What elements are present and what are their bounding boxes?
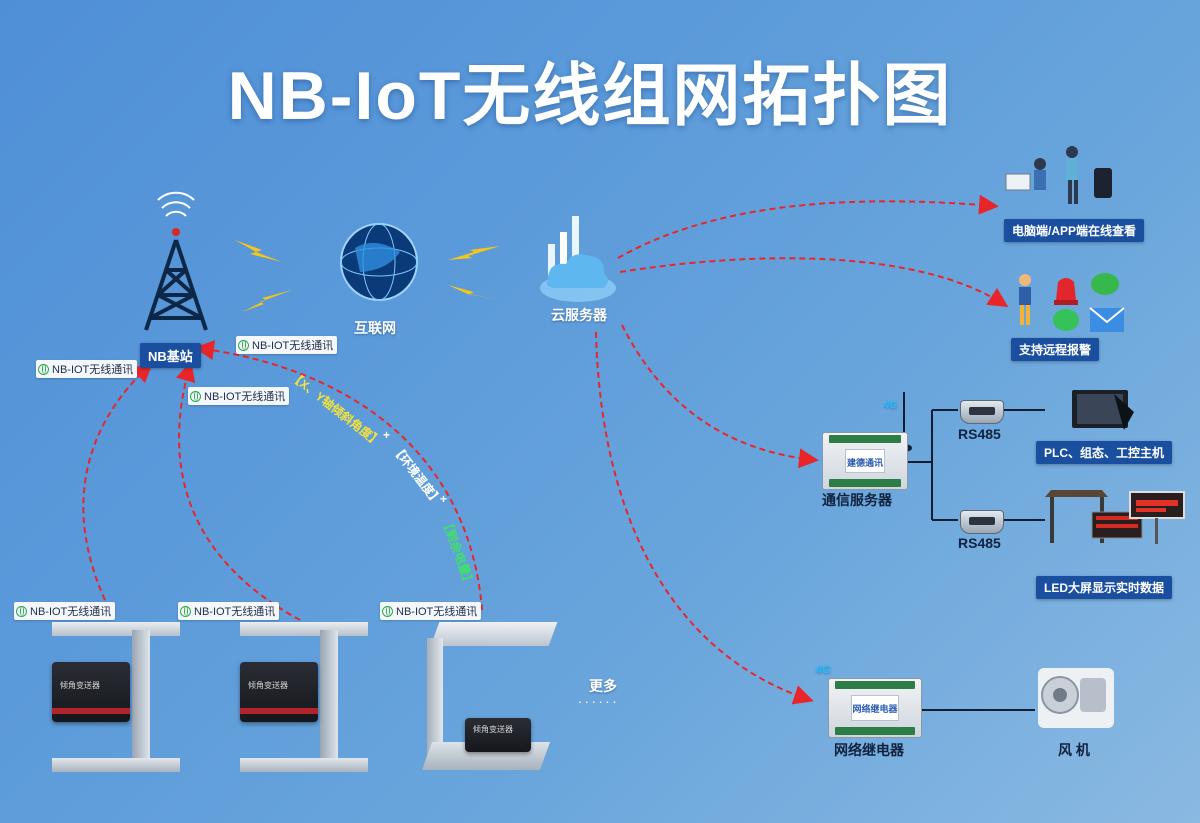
bracket-post: [427, 638, 443, 770]
lightning-icon: [448, 285, 500, 300]
nb-tag-text: NB-IOT无线通讯: [204, 391, 286, 403]
rs485-label-bottom: RS485: [958, 535, 1001, 551]
lightning-icon: [235, 240, 282, 262]
sensor-box: 倾角变送器: [465, 718, 531, 752]
pc-app-label: 电脑端/APP端在线查看: [1004, 219, 1145, 242]
lightning-icon: [448, 246, 500, 260]
led-label: LED大屏显示实时数据: [1036, 576, 1173, 599]
nb-tag-right: NB-IOT无线通讯: [236, 336, 338, 354]
people-viewing-icon: [1005, 146, 1112, 204]
tilt-sensor-1: 倾角变送器: [52, 622, 182, 772]
port-pins: [969, 517, 995, 525]
nb-tag-text: NB-IOT无线通讯: [52, 364, 134, 376]
device-face: 建德通讯: [845, 449, 885, 473]
cloud-server-icon: [540, 216, 616, 302]
industrial-monitor-icon: [1072, 390, 1134, 430]
globe-icon: [238, 339, 249, 351]
tilt-sensor-3: 倾角变送器: [421, 622, 558, 782]
nb-tag-left: NB-IOT无线通讯: [36, 360, 138, 378]
terminal-strip-top: [835, 681, 915, 689]
link-sensor3-base: [194, 340, 483, 611]
bracket-top: [430, 622, 558, 646]
device-face: 网络继电器: [851, 695, 899, 721]
terminal-strip-bottom: [829, 479, 901, 487]
sensor-stripe: [52, 708, 130, 714]
tilt-sensor-2: 倾角变送器: [240, 622, 370, 772]
nb-tag-sensor2: NB-IOT无线通讯: [178, 602, 280, 620]
page-title: NB-IoT无线组网拓扑图: [227, 58, 953, 134]
bracket-post: [320, 630, 338, 770]
link-cloud-pc: [617, 194, 999, 259]
network-relay-device: 网络继电器: [828, 678, 922, 738]
globe-icon: [180, 605, 191, 617]
nb-tag-text: NB-IOT无线通讯: [252, 340, 334, 352]
internet-label: 互联网: [354, 320, 396, 336]
sensor-box: 倾角变送器: [52, 662, 130, 722]
sensor-box: 倾角变送器: [240, 662, 318, 722]
nb-tag-mid: NB-IOT无线通讯: [188, 387, 290, 405]
arc-plus-1: +: [383, 428, 391, 442]
more-label: 更多: [589, 678, 617, 694]
globe-icon: [190, 390, 201, 402]
cloud-label: 云服务器: [551, 307, 607, 323]
blower-fan-icon: [1038, 668, 1114, 728]
link-cloud-relay: [595, 331, 814, 705]
bracket-top: [240, 622, 368, 636]
globe-icon: [16, 605, 27, 617]
globe-icon: [382, 605, 393, 617]
rs485-port-icon: [960, 510, 1004, 534]
sensor-name: 倾角变送器: [248, 681, 288, 690]
sensor-stripe: [240, 708, 318, 714]
alarm-label: 支持远程报警: [1011, 338, 1100, 361]
nb-tag-text: NB-IOT无线通讯: [194, 606, 276, 618]
plc-label: PLC、组态、工控主机: [1036, 441, 1173, 464]
relay-label: 网络继电器: [834, 742, 904, 758]
nb-tag-sensor1: NB-IOT无线通讯: [14, 602, 116, 620]
device-brand: 网络继电器: [852, 704, 898, 714]
comm-server-label: 通信服务器: [822, 492, 892, 508]
nb-tag-text: NB-IOT无线通讯: [30, 606, 112, 618]
port-pins: [969, 407, 995, 415]
comm-server-device: 建德通讯: [822, 432, 908, 490]
rs485-label-top: RS485: [958, 426, 1001, 442]
rs485-port-icon: [960, 400, 1004, 424]
sensor-name: 倾角变送器: [473, 725, 513, 734]
badge-4g: 4G: [884, 400, 898, 411]
cell-tower-icon: [144, 191, 208, 331]
bracket-post: [132, 630, 150, 770]
more-dots: ......: [578, 690, 620, 706]
bracket-bottom: [52, 758, 180, 772]
alarm-icons: [1019, 273, 1125, 332]
globe-icon: [38, 363, 49, 375]
device-brand: 建德通讯: [846, 458, 883, 468]
link-sensor2-base: [175, 361, 301, 621]
bracket-bottom: [240, 758, 368, 772]
terminal-strip-top: [829, 435, 901, 443]
led-display-icon: [1045, 490, 1185, 544]
link-cloud-alarm: [619, 257, 1009, 308]
base-station-label: NB基站: [140, 343, 201, 368]
fan-label: 风 机: [1058, 742, 1090, 758]
bracket-top: [52, 622, 180, 636]
link-sensor1-base: [82, 362, 153, 601]
wire-comm-bus: [905, 409, 958, 521]
nb-tag-sensor3: NB-IOT无线通讯: [380, 602, 482, 620]
terminal-strip-bottom: [835, 727, 915, 735]
lightning-icon: [242, 290, 292, 312]
badge-4g: 4G: [816, 664, 831, 676]
nb-tag-text: NB-IOT无线通讯: [396, 606, 478, 618]
link-cloud-comm: [621, 324, 819, 469]
sensor-name: 倾角变送器: [60, 681, 100, 690]
globe-icon: [340, 223, 418, 301]
arc-plus-2: +: [440, 492, 448, 506]
